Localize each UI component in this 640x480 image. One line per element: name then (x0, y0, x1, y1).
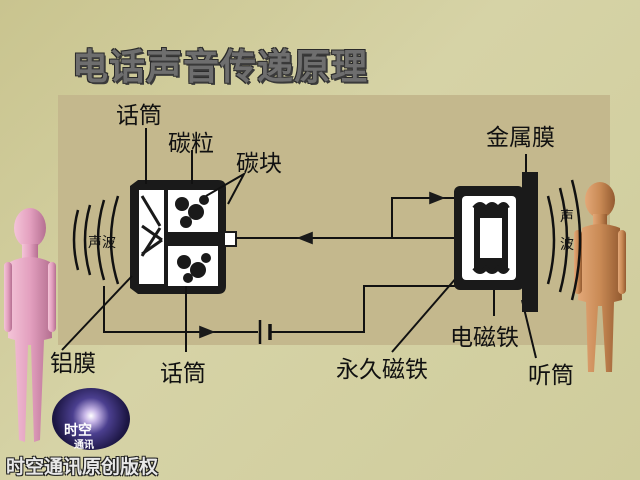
label-mic-top: 话筒 (116, 103, 162, 129)
page-title: 电话声音传递原理 (72, 47, 369, 88)
label-sound-wave-right-2: 波 (560, 237, 574, 253)
logo-text-line2: 通讯 (74, 440, 94, 451)
label-receiver: 听筒 (528, 363, 574, 389)
right-figure (574, 182, 626, 372)
label-electromagnet: 电磁铁 (450, 325, 519, 351)
logo-text-line1: 时空 (64, 423, 92, 439)
logo-badge (52, 388, 130, 450)
electromagnet (454, 186, 524, 290)
label-mic-bottom: 话筒 (160, 361, 206, 387)
label-sound-wave-right-1: 声 (560, 209, 574, 225)
label-permanent-magnet: 永久磁铁 (336, 357, 428, 383)
sound-waves-right (546, 179, 582, 301)
label-metal-membrane: 金属膜 (486, 125, 555, 151)
label-carbon-block: 碳块 (236, 151, 282, 177)
copyright-watermark: 时空通讯原创版权 (6, 456, 159, 478)
label-aluminum-film: 铝膜 (50, 351, 96, 377)
left-figure (4, 208, 56, 442)
sound-waves-left (72, 195, 120, 285)
microphone (130, 180, 237, 294)
metal-membrane (522, 172, 538, 312)
label-sound-wave-left: 声波 (88, 235, 116, 251)
label-carbon-grains: 碳粒 (168, 131, 214, 157)
